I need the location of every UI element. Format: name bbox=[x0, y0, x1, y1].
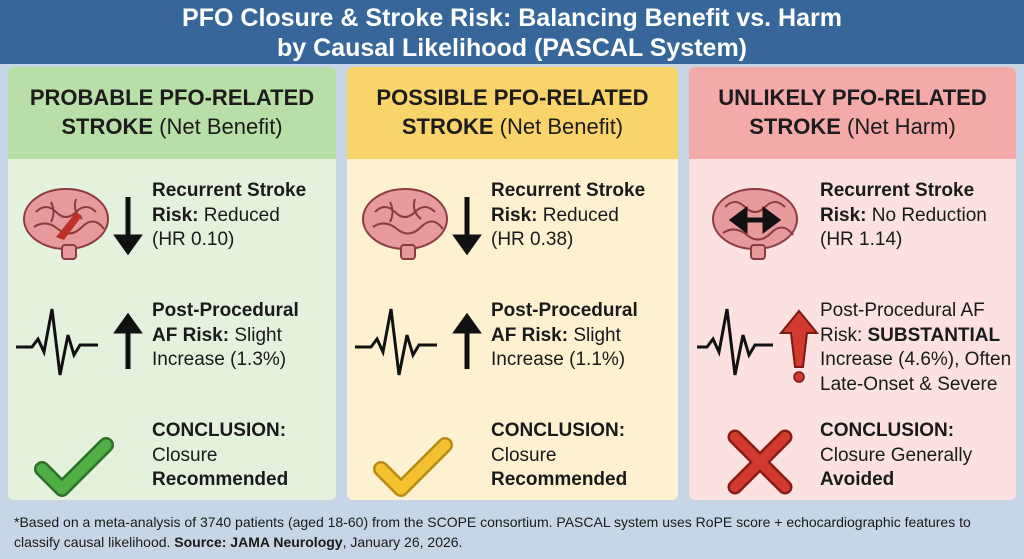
text-line: Closure bbox=[491, 444, 557, 466]
stroke-risk-row: Recurrent Stroke Risk: No Reduction (HR … bbox=[689, 177, 1016, 267]
conclusion-text: CONCLUSION: Closure Recommended bbox=[152, 419, 288, 493]
conclusion-row: CONCLUSION: Closure Recommended bbox=[347, 417, 678, 500]
panel-possible: POSSIBLE PFO-RELATED STROKE (Net Benefit… bbox=[347, 67, 678, 500]
header-net: (Net Harm) bbox=[840, 114, 956, 139]
header-stroke: STROKE bbox=[401, 114, 494, 139]
hr-value: (HR 0.10) bbox=[152, 229, 235, 250]
conclusion-row: CONCLUSION: Closure Generally Avoided bbox=[689, 417, 1016, 500]
conclusion-text: CONCLUSION: Closure Generally Avoided bbox=[820, 419, 972, 493]
brain-horizontal-arrow-icon bbox=[712, 188, 798, 260]
conclusion-verdict: Recommended bbox=[152, 469, 289, 490]
header-stroke: STROKE bbox=[61, 114, 154, 139]
af-risk-text: Post-Procedural AF Risk: Slight Increase… bbox=[152, 299, 299, 373]
panel-unlikely: UNLIKELY PFO-RELATED STROKE (Net Harm) R… bbox=[689, 67, 1016, 500]
x-mark-icon bbox=[727, 429, 793, 495]
stroke-risk-row: Recurrent Stroke Risk: Reduced (HR 0.10) bbox=[8, 177, 336, 267]
af-risk-text: Post-Procedural AF Risk: SUBSTANTIAL Inc… bbox=[820, 299, 1011, 397]
text-line: No Reduction bbox=[866, 204, 987, 226]
header-stroke: STROKE bbox=[749, 114, 841, 139]
conclusion-text: CONCLUSION: Closure Recommended bbox=[491, 419, 627, 493]
stroke-risk-text: Recurrent Stroke Risk: Reduced (HR 0.38) bbox=[491, 179, 645, 253]
panel-header: UNLIKELY PFO-RELATED STROKE (Net Harm) bbox=[689, 67, 1016, 159]
conclusion-verdict: Recommended bbox=[491, 469, 628, 490]
text-line: CONCLUSION: bbox=[152, 420, 287, 441]
af-risk-row: Post-Procedural AF Risk: Slight Increase… bbox=[8, 297, 336, 387]
page-title: PFO Closure & Stroke Risk: Balancing Ben… bbox=[0, 0, 1024, 64]
text-line: Closure bbox=[152, 444, 218, 466]
conclusion-verdict: Avoided bbox=[820, 469, 895, 490]
header-net: (Net Benefit) bbox=[493, 114, 624, 139]
brain-down-arrow-icon bbox=[23, 188, 143, 260]
stroke-risk-text: Recurrent Stroke Risk: Reduced (HR 0.10) bbox=[152, 179, 306, 253]
text-line: Recurrent Stroke bbox=[152, 180, 307, 201]
text-line: Post-Procedural AF bbox=[820, 300, 985, 321]
panel-header: POSSIBLE PFO-RELATED STROKE (Net Benefit… bbox=[347, 67, 678, 159]
source-date: , January 26, 2026. bbox=[342, 534, 463, 550]
ecg-up-arrow-icon bbox=[16, 308, 143, 376]
af-risk-row: Post-Procedural AF Risk: SUBSTANTIAL Inc… bbox=[689, 297, 1016, 395]
header-line-1: UNLIKELY PFO-RELATED bbox=[718, 85, 987, 110]
checkmark-icon bbox=[373, 437, 453, 497]
text-line: Risk: bbox=[820, 324, 868, 346]
af-risk-row: Post-Procedural AF Risk: Slight Increase… bbox=[347, 297, 678, 387]
af-value: Increase (1.1%) bbox=[491, 349, 626, 370]
source-label: Source: JAMA Neurology bbox=[174, 534, 343, 550]
header-net: (Net Benefit) bbox=[153, 114, 283, 139]
checkmark-icon bbox=[34, 437, 114, 497]
text-line: Late-Onset & Severe bbox=[820, 373, 998, 395]
ecg-warning-arrow-icon bbox=[697, 308, 820, 383]
text-line: CONCLUSION: bbox=[820, 420, 955, 441]
text-line: Reduced bbox=[198, 204, 280, 226]
text-line: Recurrent Stroke bbox=[491, 180, 646, 201]
text-line: Closure Generally bbox=[820, 444, 973, 466]
panel-probable: PROBABLE PFO-RELATED STROKE (Net Benefit… bbox=[8, 67, 336, 500]
text-line: Slight bbox=[229, 324, 282, 346]
text-line: Risk: bbox=[152, 204, 199, 226]
text-line: AF Risk: bbox=[152, 324, 230, 346]
text-line: Risk: bbox=[491, 204, 538, 226]
brain-down-arrow-icon bbox=[362, 188, 482, 260]
text-line: Post-Procedural bbox=[491, 300, 638, 321]
footnote: *Based on a meta-analysis of 3740 patien… bbox=[14, 512, 1014, 552]
af-value: Increase (4.6%), Often bbox=[820, 349, 1012, 370]
stroke-risk-row: Recurrent Stroke Risk: Reduced (HR 0.38) bbox=[347, 177, 678, 267]
title-line-2: by Causal Likelihood (PASCAL System) bbox=[276, 34, 747, 62]
af-value: Increase (1.3%) bbox=[152, 349, 287, 370]
text-line: Recurrent Stroke bbox=[820, 180, 975, 201]
text-line: Post-Procedural bbox=[152, 300, 299, 321]
title-line-1: PFO Closure & Stroke Risk: Balancing Ben… bbox=[182, 4, 842, 32]
text-line: SUBSTANTIAL bbox=[867, 324, 1001, 346]
conclusion-row: CONCLUSION: Closure Recommended bbox=[8, 417, 336, 500]
hr-value: (HR 0.38) bbox=[491, 229, 574, 250]
af-risk-text: Post-Procedural AF Risk: Slight Increase… bbox=[491, 299, 638, 373]
footnote-text: *Based on a meta-analysis of 3740 patien… bbox=[14, 514, 971, 550]
text-line: Risk: bbox=[820, 204, 867, 226]
hr-value: (HR 1.14) bbox=[820, 229, 903, 250]
text-line: AF Risk: bbox=[491, 324, 569, 346]
text-line: Slight bbox=[568, 324, 621, 346]
ecg-up-arrow-icon bbox=[355, 308, 482, 376]
header-line-1: POSSIBLE PFO-RELATED bbox=[376, 85, 649, 110]
header-line-1: PROBABLE PFO-RELATED bbox=[29, 85, 315, 110]
stroke-risk-text: Recurrent Stroke Risk: No Reduction (HR … bbox=[820, 179, 987, 253]
text-line: Reduced bbox=[537, 204, 619, 226]
panel-header: PROBABLE PFO-RELATED STROKE (Net Benefit… bbox=[8, 67, 336, 159]
text-line: CONCLUSION: bbox=[491, 420, 626, 441]
